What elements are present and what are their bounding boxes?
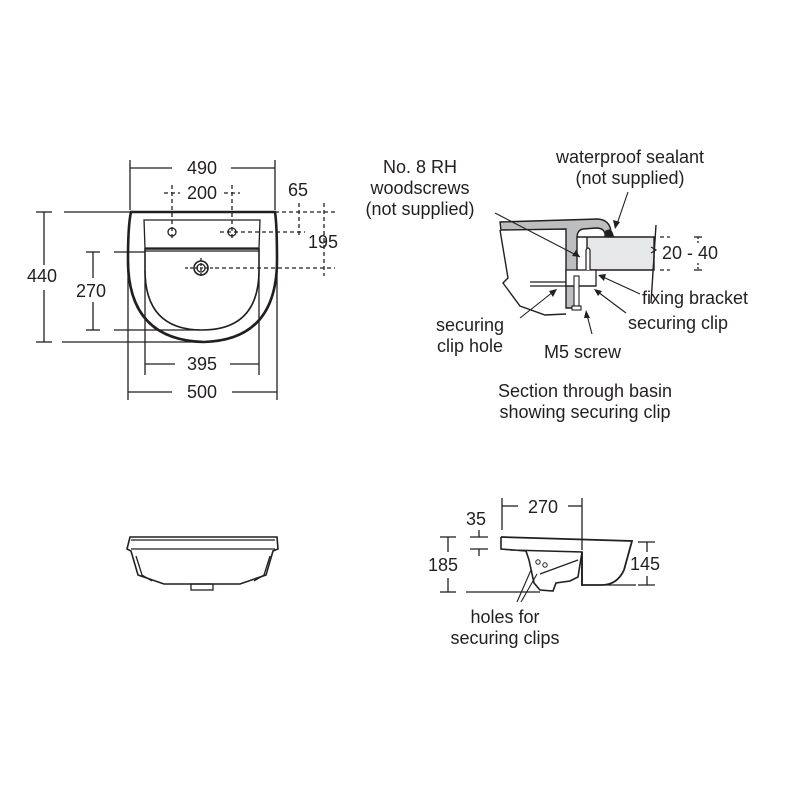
plan-dimension-lines xyxy=(36,160,335,400)
dim-bowl-depth: 270 xyxy=(76,281,107,301)
label-sealant-1: waterproof sealant xyxy=(555,147,705,167)
label-holes-2: securing clips xyxy=(450,628,560,648)
label-m5-screw: M5 screw xyxy=(544,342,622,362)
caption-section-2: showing securing clip xyxy=(499,402,671,422)
label-fixing-bracket: fixing bracket xyxy=(642,288,749,308)
dim-front-height: 145 xyxy=(630,554,661,574)
basin-side-section xyxy=(440,498,655,603)
label-woodscrews-1: No. 8 RH xyxy=(382,157,458,177)
caption-section-1: Section through basin xyxy=(497,381,673,401)
basin-front-elevation xyxy=(126,536,279,591)
dim-rim-height: 35 xyxy=(466,509,487,529)
dim-bowl-width: 395 xyxy=(186,354,218,374)
label-securing-clip: securing clip xyxy=(628,313,729,333)
dim-tap-hole-offset: 65 xyxy=(288,180,309,200)
dim-worktop-thickness: 20 - 40 xyxy=(662,243,719,263)
dim-projection: 270 xyxy=(527,497,559,517)
dim-tap-hole-centres: 200 xyxy=(186,183,218,203)
dim-overall-height: 185 xyxy=(428,555,459,575)
dim-overall-width: 500 xyxy=(186,382,218,402)
securing-clip-section xyxy=(494,191,702,335)
dim-overall-top-width: 490 xyxy=(186,158,218,178)
label-sealant-2: (not supplied) xyxy=(575,168,685,188)
dim-waste-offset: 195 xyxy=(308,232,339,252)
label-clip-hole-1: securing xyxy=(435,315,505,335)
label-woodscrews-3: (not supplied) xyxy=(365,199,475,219)
label-clip-hole-2: clip hole xyxy=(436,336,504,356)
dim-overall-depth: 440 xyxy=(27,266,58,286)
label-holes-1: holes for xyxy=(470,607,540,627)
label-woodscrews-2: woodscrews xyxy=(370,178,470,198)
basin-plan-view xyxy=(126,210,279,344)
